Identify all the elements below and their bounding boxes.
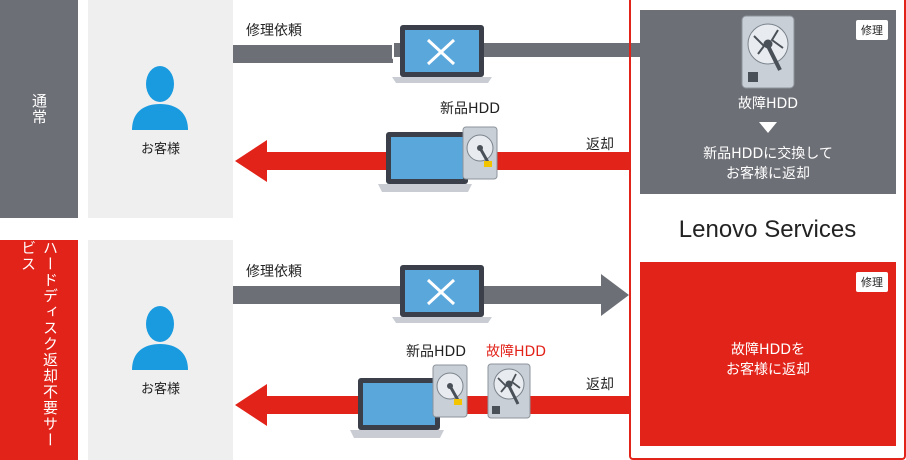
customer-panel-normal: お客様 [88, 0, 233, 218]
return-label: 返却 [586, 137, 614, 153]
laptop-icon [378, 132, 472, 192]
service-description-line1: 新品HDDに交換して [703, 146, 833, 162]
person-icon [132, 306, 188, 370]
service-box-normal: 修理 故障HDD 新品HDDに交換して お客様に返却 [640, 10, 896, 194]
lenovo-services-title: Lenovo Services [678, 216, 857, 243]
row-label-hdd-no-return: ハードディスク返却不要サービス [0, 240, 78, 460]
repair-badge: 修理 [856, 272, 888, 292]
broken-hdd-label: 故障HDD [486, 344, 547, 360]
row-label-normal-text: 通常 [30, 93, 48, 125]
broken-hdd-icon [487, 363, 531, 419]
service-description-line2: お客様に返却 [726, 362, 810, 378]
repair-badge: 修理 [856, 20, 888, 40]
repair-request-label: 修理依頼 [246, 23, 302, 39]
row-label-hdd-no-return-text: ハードディスク返却不要サービス [19, 240, 59, 448]
lenovo-services-frame [629, 0, 906, 460]
customer-panel-no-return: お客様 [88, 240, 233, 460]
new-hdd-label: 新品HDD [440, 101, 501, 117]
broken-hdd-icon [741, 15, 795, 89]
service-description-line2: お客様に返却 [726, 166, 810, 182]
row-label-normal: 通常 [0, 0, 78, 218]
hdd-icon [432, 364, 468, 418]
customer-label: お客様 [140, 142, 180, 157]
hdd-icon [462, 126, 498, 180]
service-description-line1: 故障HDDを [730, 342, 806, 358]
person-icon [132, 66, 188, 130]
laptop-icon [350, 378, 444, 438]
broken-hdd-label: 故障HDD [737, 96, 799, 112]
repair-request-label: 修理依頼 [246, 264, 302, 280]
new-hdd-label: 新品HDD [406, 344, 467, 360]
down-triangle-icon [759, 122, 777, 133]
customer-label: お客様 [140, 382, 180, 397]
return-label: 返却 [586, 377, 614, 393]
broken-laptop-icon [392, 265, 492, 323]
service-box-no-return: 修理 故障HDDを お客様に返却 [640, 262, 896, 446]
broken-laptop-icon [392, 25, 492, 83]
